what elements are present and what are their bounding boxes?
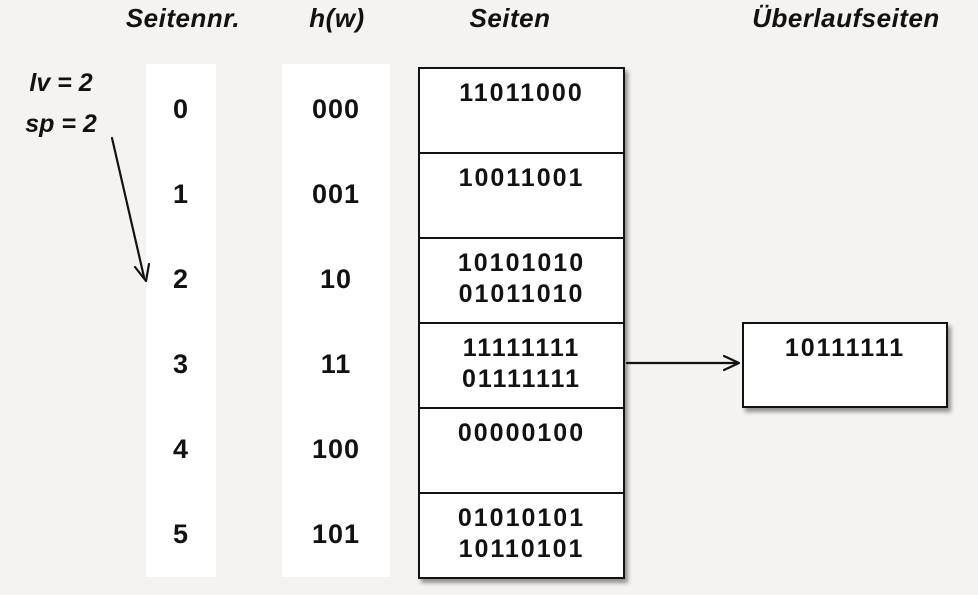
seitennr-cell: 5	[172, 519, 190, 549]
page-entry: 01010101	[457, 504, 586, 532]
hw-column-cells: 000 001 10 11 100 101	[282, 64, 390, 577]
page-entry: 11111111	[462, 334, 581, 362]
page-cell: 01010101 10110101	[420, 494, 623, 577]
column-header-ueberlaufseiten: Überlaufseiten	[752, 3, 940, 33]
hw-cell: 100	[311, 434, 361, 464]
page-entry: 10110101	[458, 535, 585, 563]
seitennr-column-cells: 0 1 2 3 4 5	[146, 64, 216, 577]
page-entry: 01011010	[458, 280, 585, 308]
hw-cell: 10	[319, 264, 353, 294]
overflow-page-box: 10111111	[742, 322, 948, 408]
seitennr-cell: 1	[172, 179, 190, 209]
split-pointer-value: sp = 2	[25, 110, 97, 138]
seitennr-cell: 0	[172, 94, 190, 124]
page-entry: 11011000	[459, 79, 584, 107]
page-entry: 10011001	[458, 164, 585, 192]
page-entry: 00000100	[457, 419, 586, 447]
column-header-seiten: Seiten	[469, 3, 551, 33]
hw-cell: 101	[311, 519, 361, 549]
page-cell: 10101010 01011010	[420, 239, 623, 324]
page-cell: 10011001	[420, 154, 623, 239]
page-entry: 10101010	[457, 249, 586, 277]
state-annotation: lv = 2 sp = 2	[14, 63, 108, 145]
column-header-seitennr: Seitennr.	[125, 3, 241, 33]
seitennr-column: 0 1 2 3 4 5	[146, 64, 216, 577]
split-pointer-arrow	[110, 136, 151, 283]
overflow-link-arrow	[625, 354, 741, 372]
hw-cell: 001	[311, 179, 361, 209]
level-value: lv = 2	[29, 69, 93, 97]
page-cell: 11111111 01111111	[420, 324, 623, 409]
overflow-entry: 10111111	[784, 334, 906, 362]
seitennr-cell: 3	[172, 349, 190, 379]
page-entry: 01111111	[462, 365, 581, 393]
page-cell: 00000100	[420, 409, 623, 494]
column-header-hw: h(w)	[309, 3, 365, 33]
hw-cell: 000	[311, 94, 361, 124]
seiten-stack: 11011000 10011001 10101010 01011010 11111111…	[418, 67, 625, 579]
page-cell: 11011000	[420, 69, 623, 154]
hw-column: 000 001 10 11 100 101	[282, 64, 390, 577]
seitennr-cell: 2	[172, 264, 190, 294]
hw-cell: 11	[320, 349, 352, 379]
seitennr-cell: 4	[172, 434, 190, 464]
